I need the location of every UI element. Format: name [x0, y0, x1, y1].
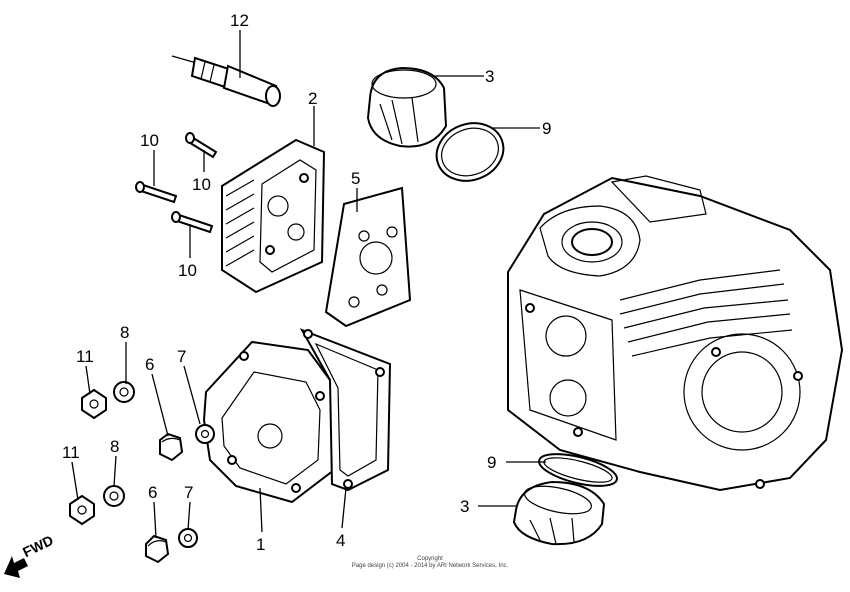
callout-11-a: 11: [76, 347, 94, 366]
part-5-gasket: [324, 186, 412, 328]
copyright-notice: Copyright Page design (c) 2004 - 2014 by…: [300, 556, 560, 570]
callout-1: 1: [256, 535, 265, 554]
copyright-line-2: Page design (c) 2004 - 2014 by ARI Netwo…: [351, 563, 509, 569]
callout-11-b: 11: [62, 443, 80, 462]
callout-6-b: 6: [148, 483, 157, 502]
part-11-nut-b: [69, 494, 95, 526]
callout-9-bottom: 9: [487, 453, 496, 472]
part-1-valve-cover: [202, 340, 336, 504]
callout-5: 5: [351, 169, 360, 188]
callout-3-top: 3: [485, 67, 494, 86]
part-7-washer-b: [178, 528, 198, 548]
part-12-adjuster: [171, 55, 281, 107]
part-6-cap-nut-a: [159, 432, 184, 462]
part-8-washer-a: [113, 381, 135, 403]
part-3-cap-top: [366, 66, 448, 148]
cylinder-head: [507, 175, 844, 492]
part-8-washer-b: [103, 485, 125, 507]
callout-9-top: 9: [542, 119, 551, 138]
callout-10-a: 10: [140, 131, 159, 150]
fwd-arrow-icon: [4, 556, 28, 578]
callout-10-c: 10: [178, 261, 197, 280]
leader-lines: [71, 30, 546, 539]
part-11-nut-a: [81, 388, 107, 420]
callout-8-b: 8: [110, 437, 119, 456]
part-7-washer-a: [195, 424, 215, 444]
part-4-cover-gasket: [299, 328, 392, 492]
callout-8-a: 8: [120, 323, 129, 342]
callout-10-b: 10: [192, 175, 211, 194]
part-6-cap-nut-b: [145, 534, 170, 564]
part-10-bolts: [135, 132, 218, 234]
callout-labels: 12 3 9 2 10 10 10 5 8 11 6 7 11 8 6 7 1 …: [62, 11, 551, 554]
part-3-cap-bottom: [512, 480, 606, 546]
copyright-line-1: Copyright: [417, 556, 443, 562]
part-9-oring-top: [435, 122, 505, 182]
callout-7-a: 7: [177, 347, 186, 366]
callout-4: 4: [336, 531, 345, 550]
callout-2: 2: [308, 89, 317, 108]
part-2-side-cover: [221, 138, 326, 294]
fasteners: [69, 381, 215, 564]
callout-3-bottom: 3: [460, 497, 469, 516]
callout-12: 12: [230, 11, 249, 30]
callout-7-b: 7: [184, 483, 193, 502]
callout-6-a: 6: [145, 355, 154, 374]
